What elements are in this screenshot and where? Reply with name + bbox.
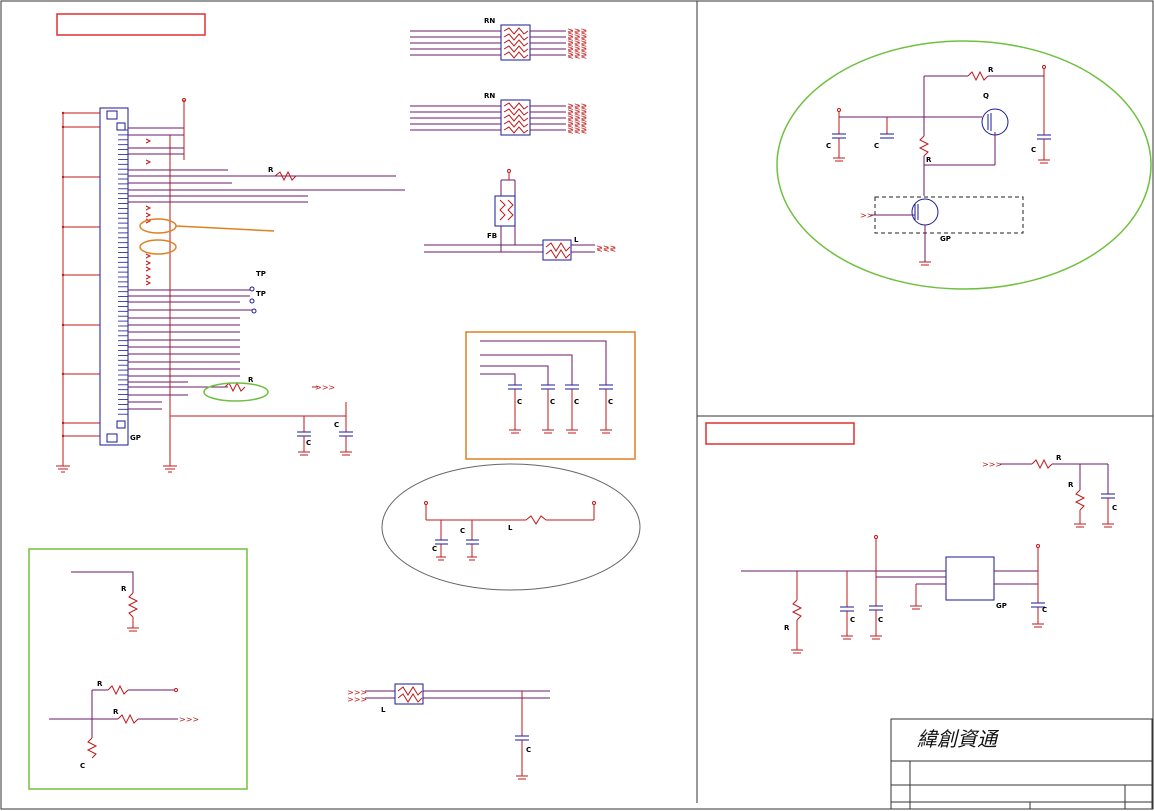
section-label-box [56, 13, 206, 36]
svg-text:>>>: >>> [347, 688, 367, 697]
svg-text:C: C [1112, 504, 1117, 512]
svg-text:≷≷≷: ≷≷≷ [567, 45, 587, 54]
svg-text:RN: RN [484, 92, 495, 100]
svg-text:RN: RN [484, 17, 495, 25]
svg-text:>>>: >>> [982, 460, 1002, 469]
svg-text:C: C [334, 421, 339, 429]
svg-text:C: C [850, 616, 855, 624]
svg-text:R: R [1056, 454, 1062, 462]
connector-signal-lines [61, 111, 405, 438]
svg-text:GP: GP [996, 602, 1007, 610]
series-resistor: R [268, 166, 297, 182]
svg-text:>>: >> [860, 211, 873, 220]
ferrite-filter: ≷≷≷ FB L [424, 169, 616, 261]
pointer-line [175, 225, 275, 232]
svg-text:L: L [381, 706, 386, 714]
svg-text:≷≷≷: ≷≷≷ [596, 244, 616, 253]
svg-text:FB: FB [487, 232, 497, 240]
svg-text:≷≷≷: ≷≷≷ [567, 51, 587, 60]
svg-text:R: R [113, 708, 119, 716]
lvds-connector: GP [99, 107, 141, 446]
svg-text:C: C [874, 142, 879, 150]
svg-text:C: C [550, 398, 555, 406]
svg-text:C: C [526, 746, 531, 754]
svg-text:≷≷≷: ≷≷≷ [567, 108, 587, 117]
svg-text:≷≷≷: ≷≷≷ [567, 39, 587, 48]
svg-text:≷≷≷: ≷≷≷ [567, 27, 587, 36]
svg-text:>>>: >>> [179, 715, 199, 724]
svg-text:L: L [574, 236, 579, 244]
svg-text:C: C [306, 439, 311, 447]
svg-text:C: C [574, 398, 579, 406]
svg-text:>>>: >>> [347, 695, 367, 704]
svg-text:C: C [432, 545, 437, 553]
svg-text:GP: GP [130, 434, 141, 442]
usb-filter: >>> >>> L C [347, 683, 550, 780]
section-label-box [705, 422, 855, 445]
highlight-ellipse [139, 239, 177, 255]
svg-text:C: C [826, 142, 831, 150]
svg-text:R: R [248, 376, 254, 384]
decoupling-caps: C C >>> [170, 383, 353, 456]
svg-text:≷≷≷: ≷≷≷ [567, 114, 587, 123]
svg-text:≷≷≷: ≷≷≷ [567, 126, 587, 135]
svg-text:GP: GP [940, 235, 951, 243]
power-switch-circuit: C C C Q R R >> GP [776, 40, 1152, 290]
svg-text:R: R [988, 66, 994, 74]
strap-resistor-box: R >>> R R C [28, 548, 248, 790]
svg-text:C: C [608, 398, 613, 406]
svg-text:C: C [1031, 146, 1036, 154]
svg-text:L: L [508, 524, 513, 532]
svg-text:R: R [268, 166, 274, 174]
svg-text:≷≷≷: ≷≷≷ [567, 102, 587, 111]
svg-text:C: C [1042, 606, 1047, 614]
svg-text:>>>: >>> [315, 383, 335, 392]
title-block: 緯創資通 [890, 718, 1153, 810]
regulator-circuit: >>> R R C GP C [741, 454, 1117, 654]
svg-text:≷≷≷: ≷≷≷ [567, 33, 587, 42]
svg-text:R: R [784, 624, 790, 632]
svg-text:R: R [121, 585, 127, 593]
svg-text:TP: TP [256, 290, 266, 298]
svg-text:Q: Q [983, 92, 989, 100]
company-name: 緯創資通 [917, 727, 1000, 751]
svg-text:C: C [80, 762, 85, 770]
svg-text:C: C [878, 616, 883, 624]
svg-text:R: R [97, 680, 103, 688]
power-filter-block: C C L [381, 463, 641, 591]
highlight-ellipse [203, 382, 269, 402]
svg-text:C: C [460, 527, 465, 535]
emi-filter-arrays: ≷≷≷≷≷≷≷≷≷≷≷≷≷≷≷RN≷≷≷≷≷≷≷≷≷≷≷≷≷≷≷RN [410, 17, 587, 136]
test-points: TP TP [249, 270, 266, 314]
svg-text:≷≷≷: ≷≷≷ [567, 120, 587, 129]
svg-text:R: R [926, 156, 932, 164]
svg-text:TP: TP [256, 270, 266, 278]
svg-text:R: R [1068, 481, 1074, 489]
svg-text:C: C [517, 398, 522, 406]
highlight-ellipse [139, 218, 177, 234]
